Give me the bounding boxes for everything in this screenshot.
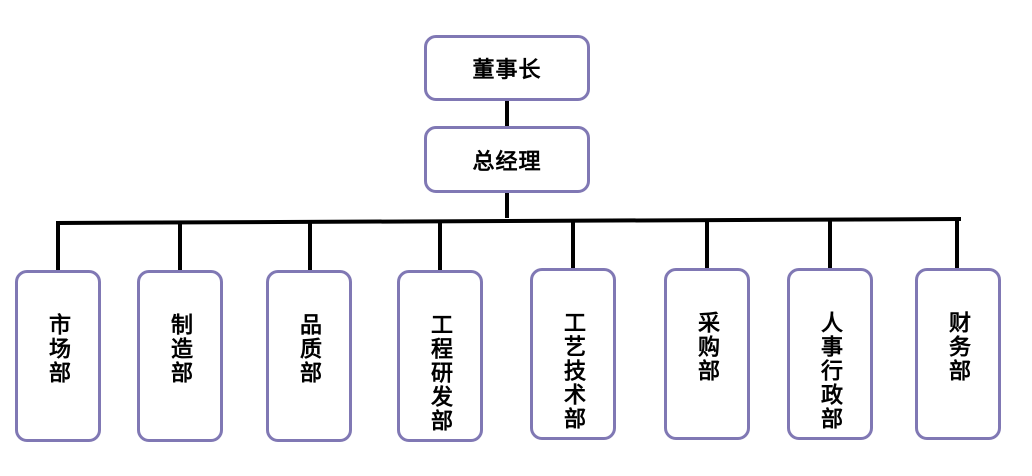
general-manager-box: 总经理: [424, 126, 590, 193]
general-manager-label: 总经理: [472, 148, 542, 175]
dept-label: 市场部: [45, 313, 71, 385]
dept-box-purchasing: 采购部: [664, 268, 750, 440]
chairman-label: 董事长: [472, 57, 542, 83]
dept-box-hr-admin: 人事行政部: [787, 268, 873, 440]
dept-label: 财务部: [945, 311, 971, 383]
dept-label: 人事行政部: [817, 311, 843, 431]
dept-label: 工艺技术部: [560, 311, 586, 431]
dept-box-process-tech: 工艺技术部: [530, 268, 616, 440]
dept-label: 制造部: [167, 313, 193, 385]
dept-box-finance: 财务部: [915, 268, 1001, 440]
dept-box-engineering-rd: 工程研发部: [397, 270, 483, 442]
dept-box-manufacturing: 制造部: [137, 270, 223, 442]
chairman-box: 董事长: [424, 35, 590, 101]
dept-label: 工程研发部: [427, 313, 453, 433]
connector-horizontal-bus: [55, 217, 962, 225]
dept-label: 采购部: [694, 311, 720, 383]
dept-label: 品质部: [296, 313, 322, 385]
dept-box-quality: 品质部: [266, 270, 352, 442]
dept-box-market: 市场部: [15, 270, 101, 442]
